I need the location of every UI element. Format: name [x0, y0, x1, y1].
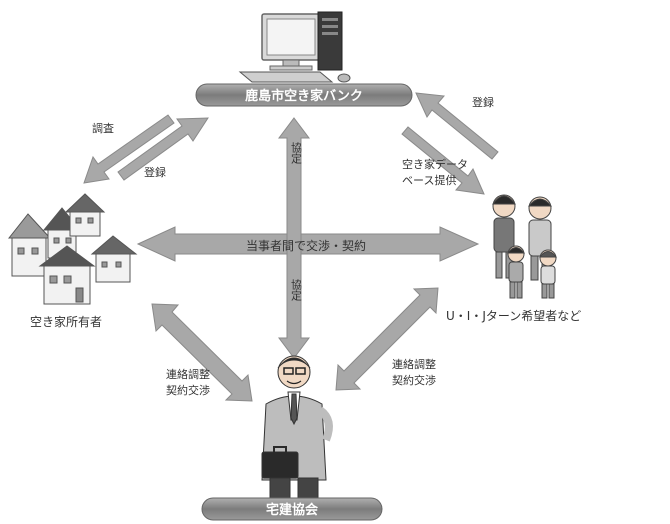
coord-right-label-line2: 契約交渉	[392, 373, 436, 387]
realtor-node: 宅建協会	[201, 497, 383, 521]
survey-label: 調査	[92, 121, 114, 135]
bank-label: 鹿島市空き家バンク	[245, 88, 363, 104]
coord-right-label-line1: 連絡調整	[392, 357, 436, 371]
seekers-label: U・I・Jターン希望者など	[446, 308, 581, 323]
register-right-arrow	[415, 92, 499, 160]
register-right-label: 登録	[472, 95, 494, 109]
register-left-arrow	[117, 117, 209, 181]
database-arrow	[401, 126, 485, 195]
owners-label: 空き家所有者	[30, 314, 102, 329]
houses-icon	[7, 193, 138, 305]
family-icon	[492, 194, 557, 299]
coord-right-arrow	[335, 287, 439, 391]
database-label-line2: ベース提供	[402, 173, 456, 187]
agreement-top-label: 協定	[290, 142, 303, 165]
database-label-line1: 空き家データ	[402, 157, 468, 171]
bank-node: 鹿島市空き家バンク	[195, 83, 413, 107]
coord-left-arrow	[151, 303, 253, 402]
negotiation-label: 当事者間で交渉・契約	[246, 238, 366, 253]
coord-left-label-line1: 連絡調整	[166, 367, 210, 381]
computer-icon	[238, 11, 351, 83]
realtor-label: 宅建協会	[266, 502, 319, 518]
coord-left-label-line2: 契約交渉	[166, 383, 210, 397]
survey-arrow	[83, 114, 175, 184]
agreement-bottom-label: 協定	[290, 279, 303, 302]
negotiation-arrow	[136, 226, 480, 262]
realtor-person-icon	[261, 355, 333, 499]
register-left-label: 登録	[144, 165, 166, 179]
